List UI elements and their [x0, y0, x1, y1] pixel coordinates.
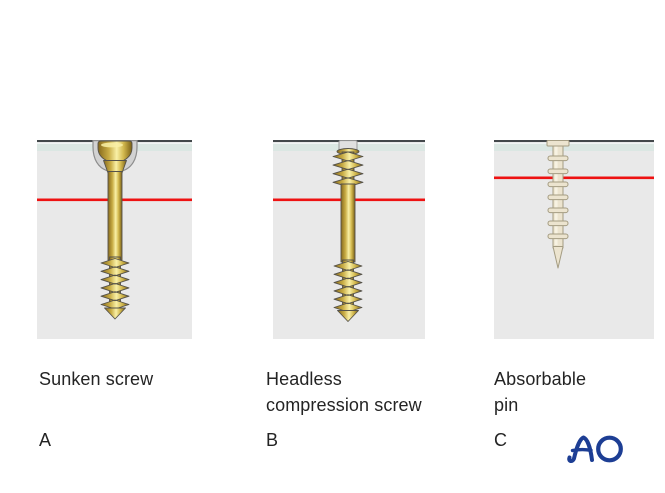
- screw-threads: [100, 258, 130, 310]
- caption-headless-compression-screw: Headless compression screw: [266, 366, 422, 418]
- screw-shaft: [340, 183, 356, 263]
- caption-line: Sunken screw: [39, 369, 154, 389]
- screw-tip: [337, 310, 359, 322]
- screw-threads: [333, 261, 363, 313]
- fracture-line: [494, 176, 654, 180]
- caption-line: Absorbable: [494, 369, 587, 389]
- caption-sunken-screw: Sunken screw: [39, 366, 153, 392]
- caption-line: Headless: [266, 369, 342, 389]
- screw-tip: [104, 307, 126, 320]
- panel-letter-c: C: [494, 430, 507, 450]
- panel-a-illustration: [37, 140, 192, 339]
- cartilage-band: [494, 143, 654, 151]
- bone-block: [494, 140, 654, 339]
- ao-logo-icon: [567, 435, 623, 463]
- panel-letter-b: B: [266, 430, 279, 450]
- panel-b-illustration: [273, 140, 425, 339]
- panel-letter-a: A: [39, 430, 52, 450]
- sunken-screw-illustration: [37, 140, 192, 339]
- ao-logo: [565, 430, 625, 469]
- caption-absorbable-pin: Absorbable pin: [494, 366, 586, 418]
- pin-head: [546, 140, 570, 147]
- caption-line: compression screw: [266, 395, 422, 415]
- headless-compression-screw-illustration: [273, 140, 425, 339]
- absorbable-pin-illustration: [494, 140, 654, 339]
- bone-surface-line: [494, 140, 654, 143]
- screw: [97, 140, 133, 320]
- screw-head-threads: [332, 151, 364, 188]
- pin-tip: [552, 246, 564, 269]
- pin: [546, 140, 570, 269]
- panel-c-illustration: [494, 140, 654, 339]
- caption-line: pin: [494, 395, 519, 415]
- screw-shaft: [107, 171, 123, 261]
- screw: [332, 148, 364, 322]
- pin-rings: [547, 155, 569, 240]
